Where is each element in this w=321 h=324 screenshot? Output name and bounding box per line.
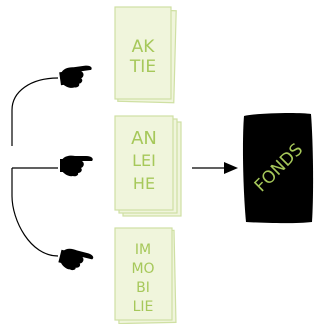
pointing-hand-icon — [57, 246, 95, 275]
arrow-right-icon — [192, 162, 238, 174]
card-label-line: MO — [131, 261, 154, 277]
card-label-line: AK — [132, 37, 156, 57]
connector-bottom-curve — [11, 168, 59, 257]
card-label-line: LEI — [132, 151, 156, 170]
card-label-line: IM — [135, 242, 151, 258]
card-anleihe: AN LEI HE — [114, 115, 182, 217]
card-aktie: AK TIE — [114, 6, 177, 104]
card-immobilie: IM MO BI LIE — [114, 227, 177, 324]
card-label-line: HE — [133, 174, 155, 193]
card-label-line: LIE — [133, 299, 154, 315]
fonds-box: FONDS — [242, 112, 314, 224]
card-label-line: TIE — [129, 57, 156, 77]
card-label-line: AN — [131, 128, 157, 149]
card-label-line: BI — [136, 280, 150, 296]
pointing-hand-icon — [60, 155, 93, 177]
pointing-hand-icon — [58, 64, 95, 90]
connector-top-curve — [11, 77, 59, 146]
connector-lines — [11, 77, 59, 257]
